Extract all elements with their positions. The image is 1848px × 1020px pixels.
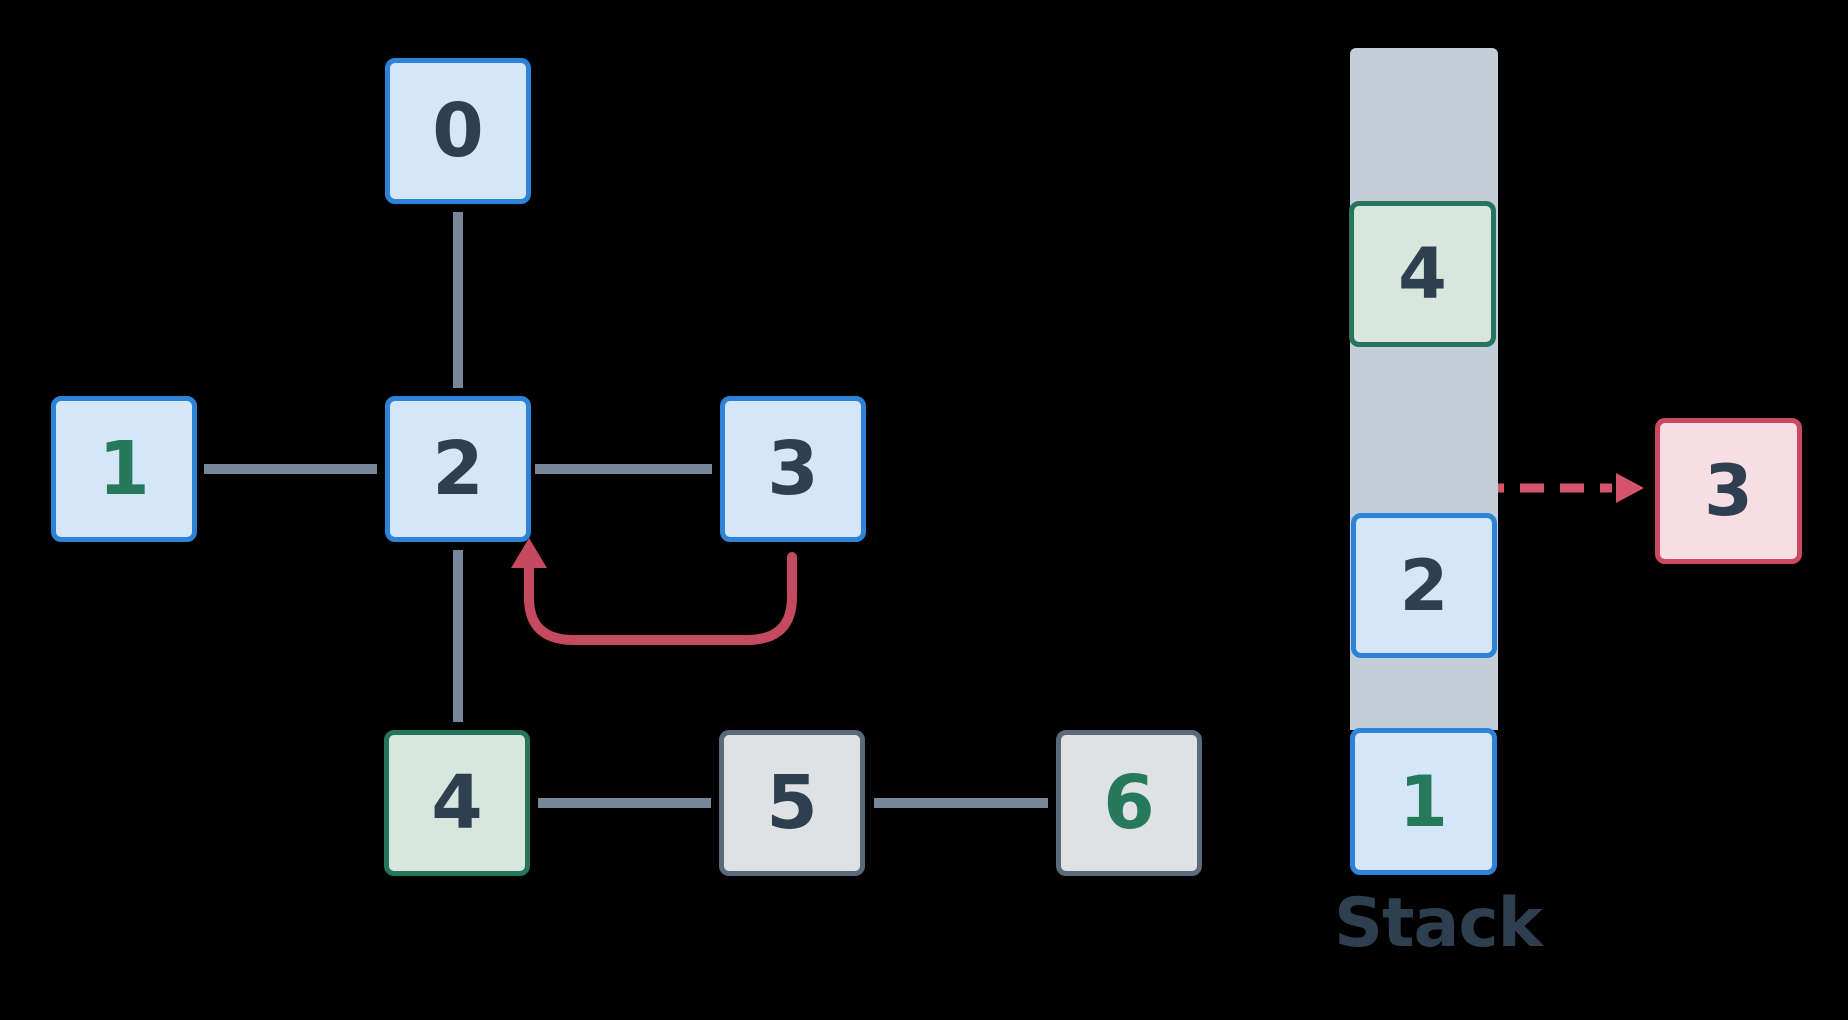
graph-node-5: 5	[719, 730, 865, 876]
popped-node-3-label: 3	[1704, 450, 1753, 532]
graph-node-4: 4	[384, 730, 530, 876]
graph-node-1: 1	[51, 396, 197, 542]
stack-cell-1-label: 1	[1399, 760, 1448, 843]
graph-node-0-label: 0	[432, 88, 484, 174]
graph-node-4-label: 4	[431, 760, 483, 846]
stack-cell-2: 2	[1351, 513, 1497, 658]
graph-node-2-label: 2	[432, 426, 484, 512]
back-edge-arrowhead-icon	[511, 538, 547, 568]
back-edge-3-2	[524, 552, 797, 645]
graph-node-3: 3	[720, 396, 866, 542]
stack-title: Stack	[1334, 884, 1543, 963]
stack-cell-2-label: 2	[1399, 544, 1449, 627]
graph-node-1-label: 1	[98, 426, 150, 512]
stack-cell-1: 1	[1350, 728, 1497, 875]
stack-pop-arrowhead-icon	[1616, 473, 1644, 503]
graph-node-5-label: 5	[766, 760, 818, 846]
graph-node-6-label: 6	[1103, 760, 1155, 846]
graph-node-6: 6	[1056, 730, 1202, 876]
stack-cell-4-label: 4	[1398, 233, 1447, 315]
graph-node-3-label: 3	[767, 426, 819, 512]
graph-node-0: 0	[385, 58, 531, 204]
popped-node-3: 3	[1655, 418, 1802, 564]
stack-cell-4: 4	[1349, 201, 1496, 347]
graph-node-2: 2	[385, 396, 531, 542]
